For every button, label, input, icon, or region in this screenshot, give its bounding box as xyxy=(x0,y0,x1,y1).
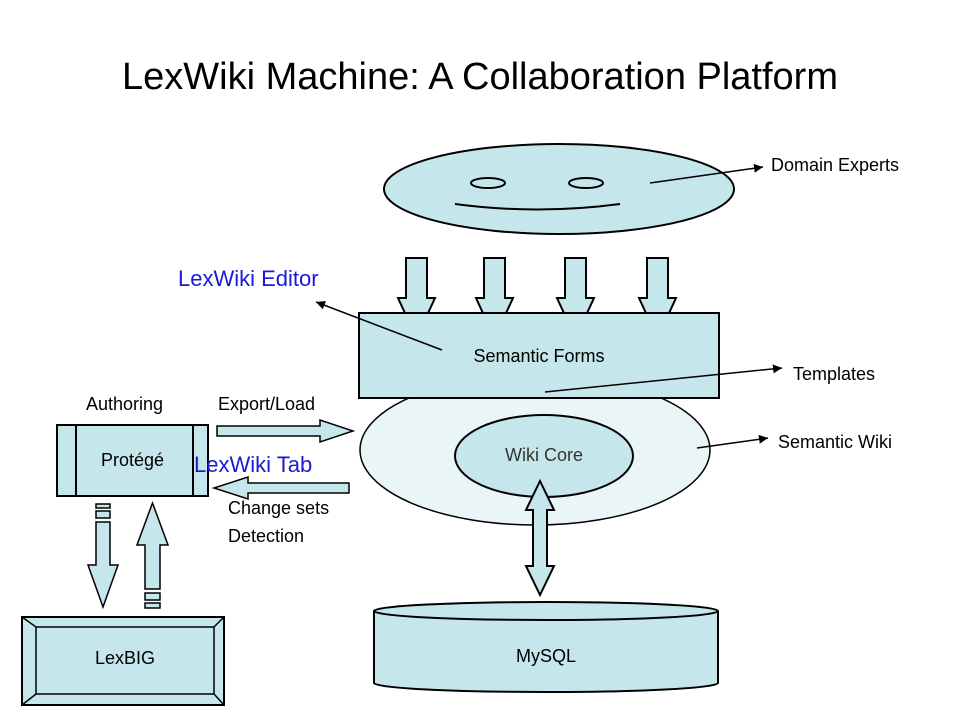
domain-experts-label: Domain Experts xyxy=(771,155,900,175)
export-load-arrow xyxy=(216,418,356,444)
semantic-wiki-pointer xyxy=(696,434,769,449)
domain-experts-face-icon xyxy=(383,143,735,235)
protege-label: Protégé xyxy=(100,450,165,470)
lexbig-box xyxy=(21,616,225,706)
semantic-forms-box xyxy=(358,312,720,399)
detection-label: Detection xyxy=(228,526,305,546)
export-load-label: Export/Load xyxy=(218,394,316,414)
domain-experts-pointer xyxy=(649,163,764,184)
lexbig-to-protege-arrow xyxy=(135,500,170,609)
authoring-label: Authoring xyxy=(86,394,164,414)
lexwiki-editor-pointer xyxy=(315,300,443,351)
page-title: LexWiki Machine: A Collaboration Platfor… xyxy=(122,56,838,98)
templates-pointer xyxy=(544,364,783,393)
wiki-core-mysql-double-arrow xyxy=(524,478,556,598)
wiki-core-label: Wiki Core xyxy=(504,445,583,465)
protege-to-lexbig-arrow xyxy=(86,503,120,610)
semantic-wiki-label: Semantic Wiki xyxy=(778,432,893,452)
mysql-label: MySQL xyxy=(515,646,576,666)
semantic-forms-label: Semantic Forms xyxy=(473,346,605,366)
change-sets-label: Change sets xyxy=(228,498,330,518)
change-sets-arrow xyxy=(211,475,350,501)
lexwiki-tab-label: LexWiki Tab xyxy=(194,452,313,477)
lexbig-label: LexBIG xyxy=(94,648,156,668)
protege-box xyxy=(56,424,209,497)
mysql-cylinder xyxy=(373,601,719,693)
templates-label: Templates xyxy=(793,364,876,384)
lexwiki-editor-label: LexWiki Editor xyxy=(178,266,319,291)
